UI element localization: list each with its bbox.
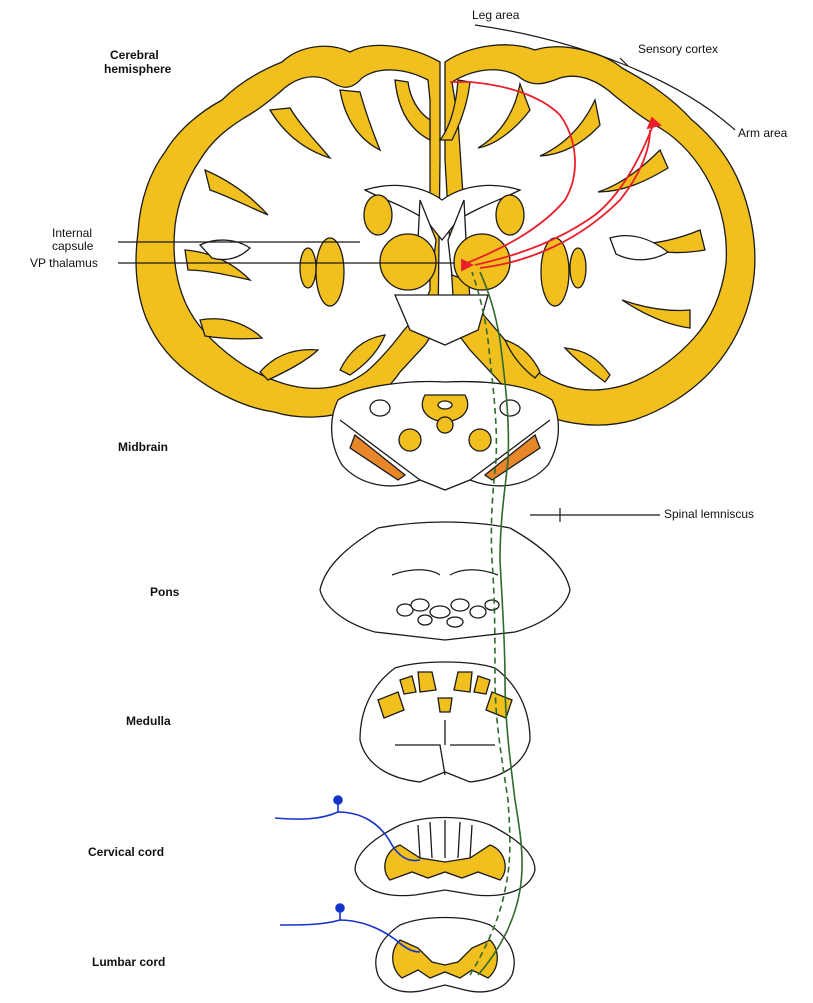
midbrain-section: [332, 382, 559, 490]
arm-area-label: Arm area: [738, 126, 787, 140]
cervical-afferent-ganglion: [334, 796, 342, 804]
leg-area-label: Leg area: [472, 8, 519, 22]
midbrain-center-nucleus: [437, 417, 453, 433]
medulla-central-canal: [438, 698, 452, 712]
left-putamen: [316, 238, 344, 306]
left-red-nucleus-outline: [370, 400, 390, 416]
pons-section: [320, 522, 570, 640]
cervical-cord-section: [355, 818, 535, 896]
lumbar-cord-label: Lumbar cord: [92, 955, 165, 969]
sensory-cortex-label: Sensory cortex: [638, 42, 718, 56]
midbrain-label: Midbrain: [118, 440, 168, 454]
internal-capsule-label-line1: Internal: [52, 226, 92, 240]
left-small-nucleus: [300, 248, 316, 288]
right-small-nucleus: [570, 248, 586, 288]
spinal-lemniscus-label: Spinal lemniscus: [664, 507, 754, 521]
right-caudate: [496, 195, 524, 235]
pons-outline: [320, 522, 570, 640]
left-caudate: [364, 195, 392, 235]
pons-label: Pons: [150, 585, 179, 599]
cervical-cord-label: Cervical cord: [88, 845, 164, 859]
right-colliculus: [469, 429, 491, 451]
medulla-label: Medulla: [126, 714, 171, 728]
vp-thalamus-label: VP thalamus: [30, 256, 98, 270]
midbrain-aqueduct: [438, 401, 452, 409]
internal-capsule-label-line2: capsule: [52, 239, 93, 253]
lumbar-afferent-ganglion: [336, 904, 344, 912]
cerebral-hemisphere-label-line1: Cerebral: [110, 48, 159, 62]
left-colliculus: [399, 429, 421, 451]
right-putamen: [541, 238, 569, 306]
right-red-nucleus-outline: [500, 400, 520, 416]
cerebral-hemispheres: [136, 45, 755, 425]
cerebral-hemisphere-label-line2: hemisphere: [104, 62, 171, 76]
left-thalamus: [380, 234, 436, 290]
